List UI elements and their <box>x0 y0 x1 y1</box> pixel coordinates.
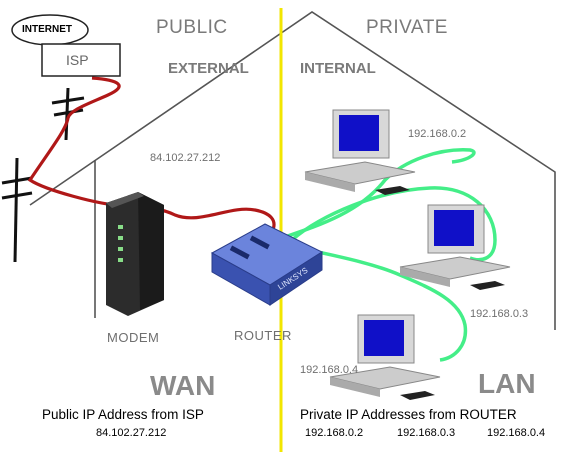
private-label: PRIVATE <box>366 17 448 38</box>
external-label: EXTERNAL <box>168 60 249 77</box>
pc2-ip-label: 192.168.0.3 <box>470 308 529 320</box>
pc3-ip-label: 192.168.0.4 <box>300 364 359 376</box>
wan-caption-ip: 84.102.27.212 <box>96 427 167 439</box>
modem-label: MODEM <box>107 330 160 345</box>
router-icon: LINKSYS <box>210 223 324 306</box>
lan-caption-ip-2: 192.168.0.3 <box>397 427 456 439</box>
modem-icon <box>106 192 164 316</box>
lan-cable-pc2 <box>290 186 497 262</box>
lan-caption-ip-1: 192.168.0.2 <box>305 427 364 439</box>
isp-box-icon <box>41 43 121 77</box>
house-outline <box>29 11 556 330</box>
isp-label: ISP <box>66 52 89 68</box>
wan-cable <box>27 76 276 233</box>
modem-ip-label: 84.102.27.212 <box>150 152 221 164</box>
lan-label: LAN <box>478 368 536 399</box>
internal-label: INTERNAL <box>300 60 376 77</box>
router-label: ROUTER <box>234 328 292 343</box>
computer-icon <box>399 204 511 290</box>
computer-icon <box>304 109 416 195</box>
utility-pole-icon <box>1 87 85 263</box>
lan-cable-pc3 <box>299 246 468 362</box>
lan-caption: Private IP Addresses from ROUTER <box>300 407 517 422</box>
public-label: PUBLIC <box>156 17 228 38</box>
pc1-ip-label: 192.168.0.2 <box>408 128 467 140</box>
wan-caption: Public IP Address from ISP <box>42 407 204 422</box>
wan-label: WAN <box>150 370 216 401</box>
lan-caption-ip-3: 192.168.0.4 <box>487 427 546 439</box>
computer-icon <box>329 314 441 400</box>
lan-cable-pc1 <box>281 148 476 240</box>
lan-cables <box>281 148 497 362</box>
internet-label: INTERNET <box>22 24 72 35</box>
